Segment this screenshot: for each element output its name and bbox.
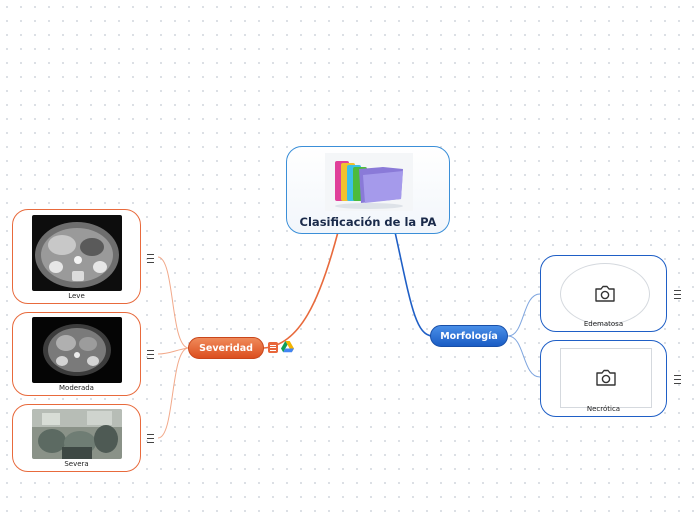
surgery-photo [32, 409, 122, 459]
google-drive-icon[interactable] [281, 341, 294, 353]
connector-severidad-moderada [157, 347, 189, 355]
subtopic-edematosa-label: Edematosa [583, 320, 624, 328]
subtopic-moderada[interactable]: Moderada [12, 312, 141, 396]
menu-icon[interactable] [147, 350, 154, 359]
subtopic-severa-label: Severa [64, 460, 89, 468]
connector-root-morfologia [394, 231, 433, 337]
connector-severidad-leve [157, 256, 189, 349]
camera-icon [596, 369, 616, 386]
topic-severidad[interactable]: Severidad [188, 337, 264, 359]
subtopic-leve[interactable]: Leve [12, 209, 141, 304]
menu-icon[interactable] [674, 375, 681, 384]
subtopic-severa[interactable]: Severa [12, 404, 141, 472]
connector-morfologia-edematosa [507, 293, 541, 337]
colorful-folders-image [325, 153, 413, 211]
menu-icon[interactable] [674, 290, 681, 299]
menu-icon[interactable] [147, 254, 154, 263]
root-title: Clasificación de la PA [299, 215, 437, 229]
menu-icon[interactable] [147, 434, 154, 443]
connector-morfologia-necrotica [507, 335, 541, 378]
image-placeholder [560, 263, 650, 325]
root-topic[interactable]: Clasificación de la PA [286, 146, 450, 234]
ct-scan-image [32, 215, 122, 291]
subtopic-moderada-label: Moderada [59, 384, 94, 392]
ct-scan-image [32, 317, 122, 383]
subtopic-necrotica[interactable]: Necrótica [540, 340, 667, 417]
topic-severidad-label: Severidad [199, 342, 253, 354]
topic-morfologia-label: Morfología [440, 330, 498, 342]
connector-severidad-severa [157, 347, 189, 439]
subtopic-necrotica-label: Necrótica [586, 405, 621, 413]
connector-root-severidad [263, 231, 339, 349]
notes-icon[interactable] [268, 342, 278, 353]
subtopic-edematosa[interactable]: Edematosa [540, 255, 667, 332]
image-placeholder [560, 348, 652, 408]
camera-icon [595, 285, 615, 302]
topic-morfologia[interactable]: Morfología [430, 325, 508, 347]
subtopic-leve-label: Leve [68, 292, 85, 300]
